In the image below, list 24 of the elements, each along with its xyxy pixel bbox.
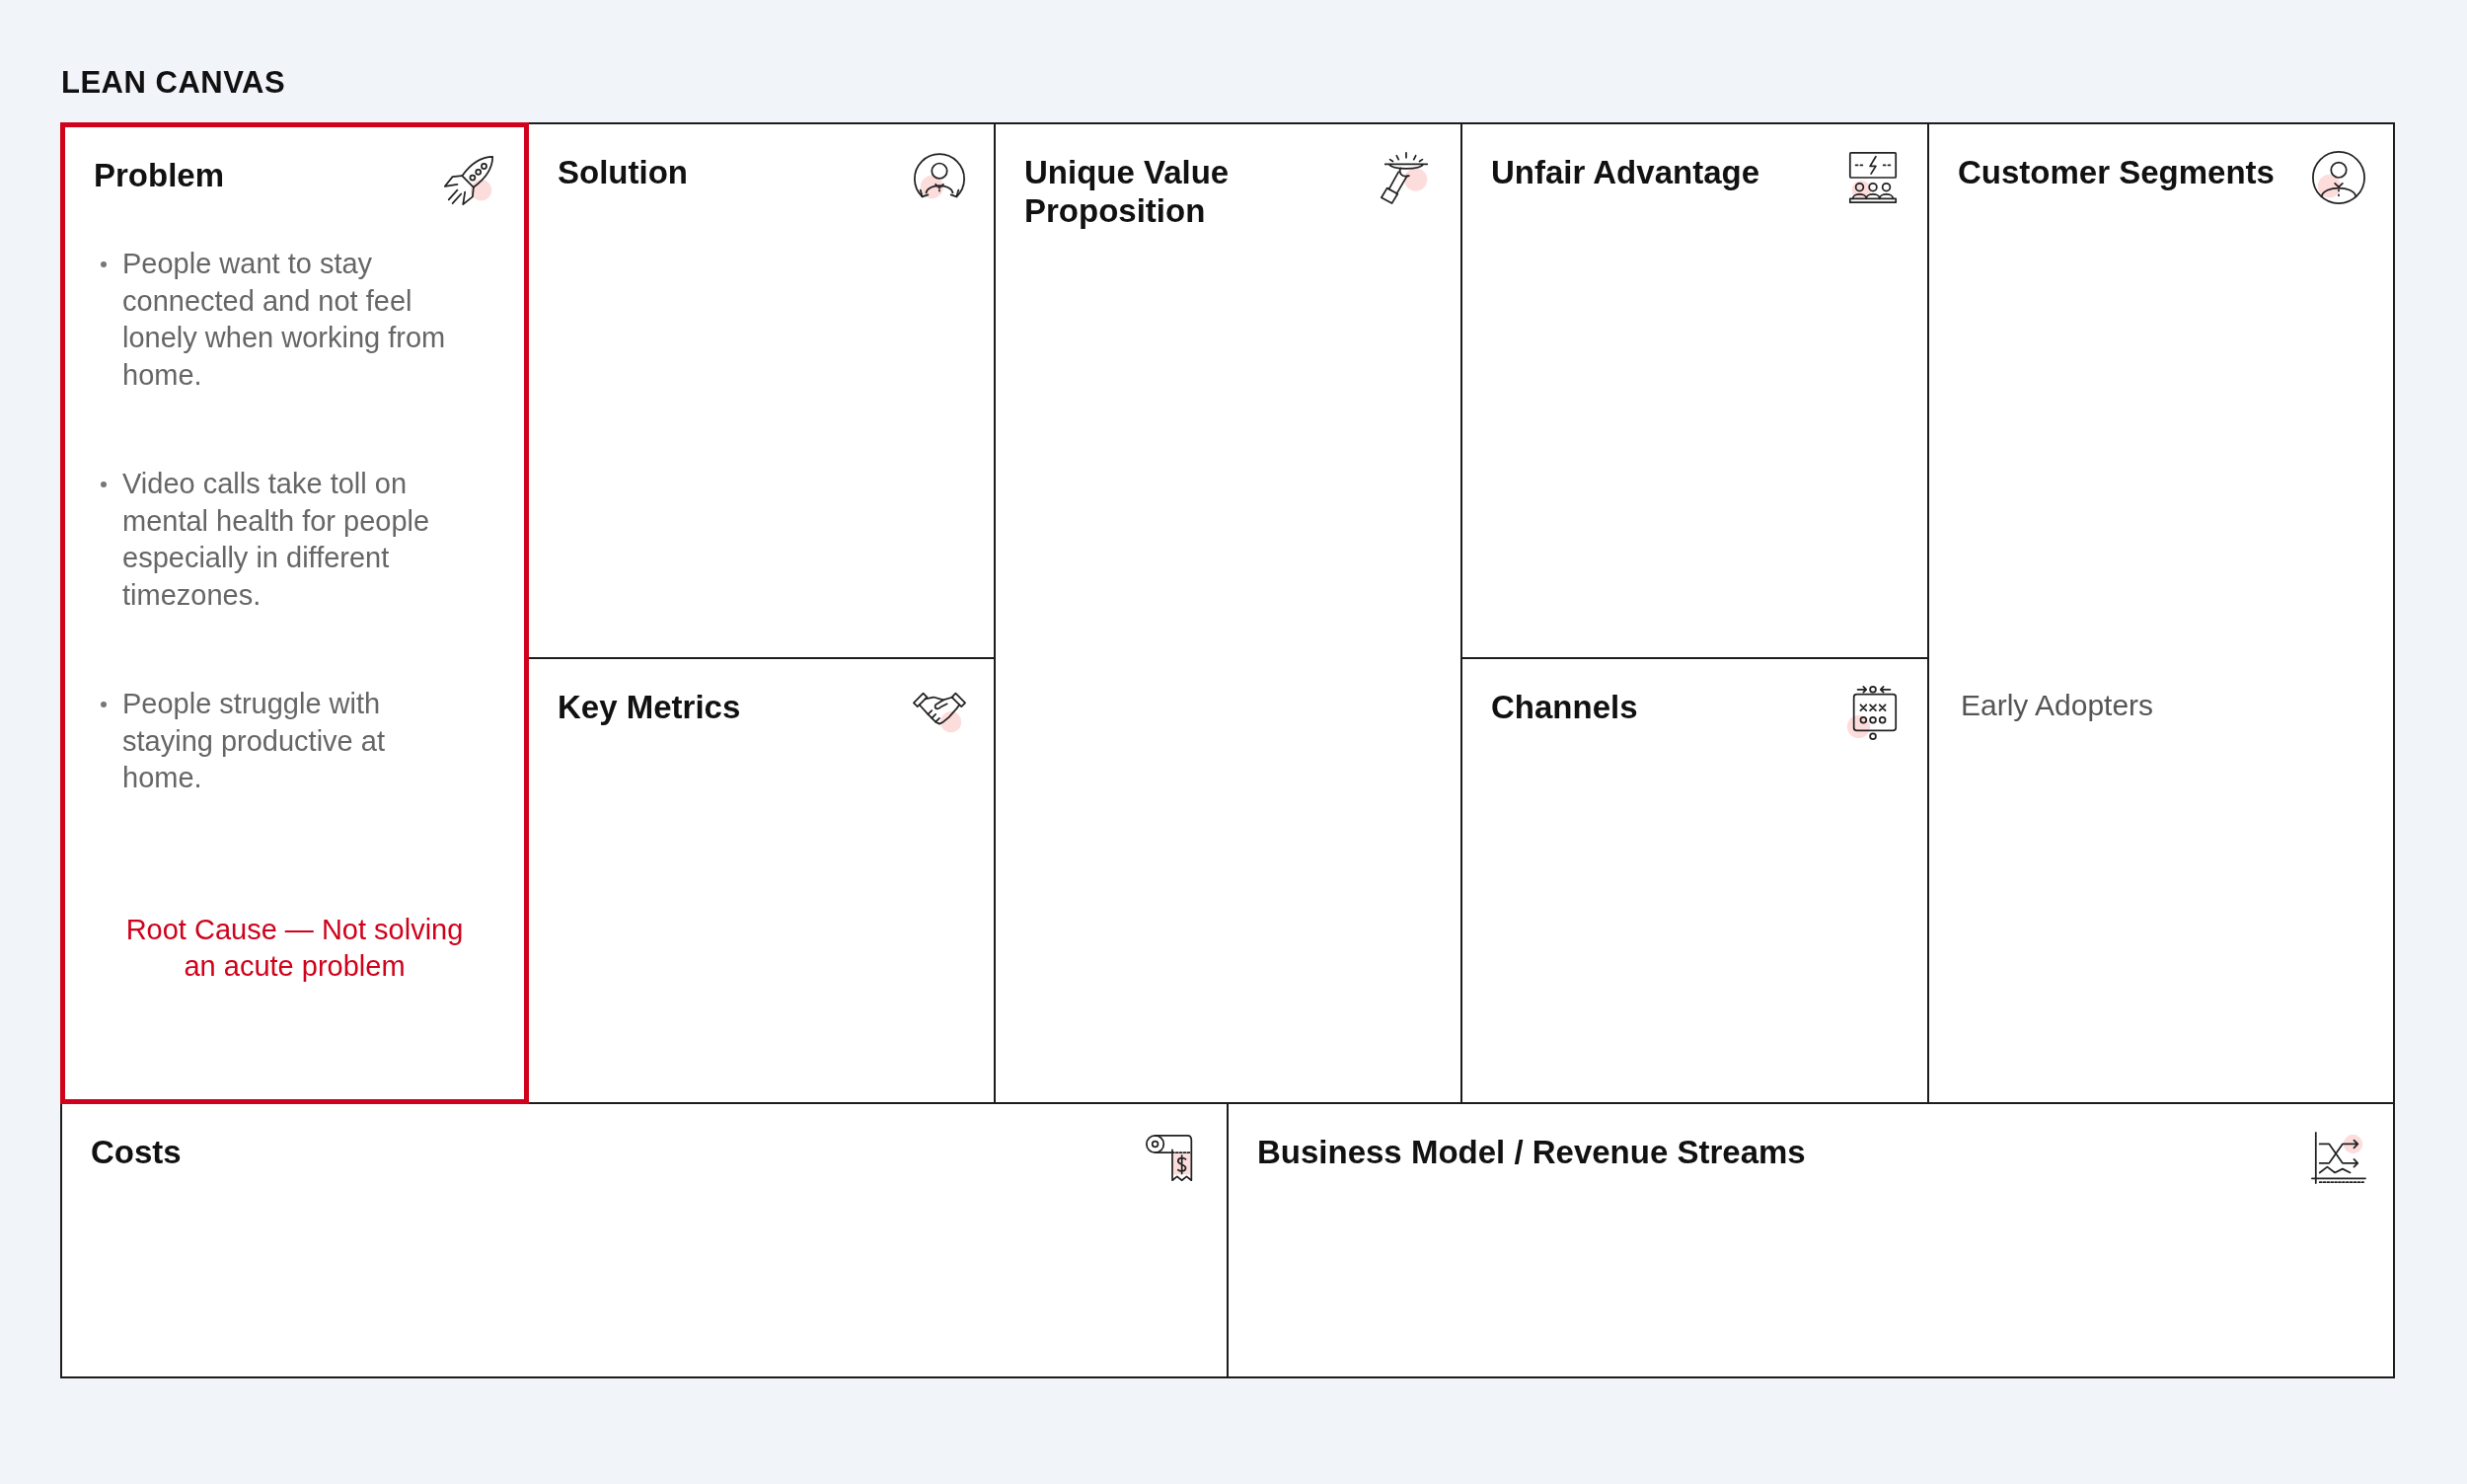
canvas-section bbox=[1460, 122, 1929, 659]
canvas-section bbox=[527, 122, 996, 659]
section-text: Early Adopters bbox=[1961, 688, 2154, 723]
section-heading: Channels bbox=[1491, 688, 1638, 726]
bullet-point: Video calls take toll on mental health for people especially in different timezones. bbox=[99, 466, 458, 614]
canvas-section bbox=[1927, 122, 2395, 1104]
section-heading: Unfair Advantage bbox=[1491, 153, 1759, 191]
section-heading: Unique Value Proposition bbox=[1024, 153, 1231, 230]
section-heading: Key Metrics bbox=[558, 688, 741, 726]
bullet-point: People want to stay connected and not feel lonely when working from home. bbox=[99, 246, 458, 394]
canvas-section bbox=[60, 122, 529, 1104]
canvas-section bbox=[527, 657, 996, 1104]
canvas-section bbox=[1227, 1102, 2395, 1378]
section-heading: Business Model / Revenue Streams bbox=[1257, 1133, 1806, 1171]
section-heading: Customer Segments bbox=[1958, 153, 2275, 191]
section-heading: Problem bbox=[94, 156, 225, 194]
canvas-title: LEAN CANVAS bbox=[61, 65, 286, 101]
canvas-section bbox=[60, 1102, 1229, 1378]
canvas-section bbox=[1460, 657, 1929, 1104]
section-heading: Solution bbox=[558, 153, 688, 191]
bullet-point: People struggle with staying productive at home. bbox=[99, 686, 458, 797]
section-heading: Costs bbox=[91, 1133, 182, 1171]
root-cause-note: Root Cause — Not solving an acute problem bbox=[124, 913, 465, 984]
canvas-section bbox=[994, 122, 1462, 1104]
